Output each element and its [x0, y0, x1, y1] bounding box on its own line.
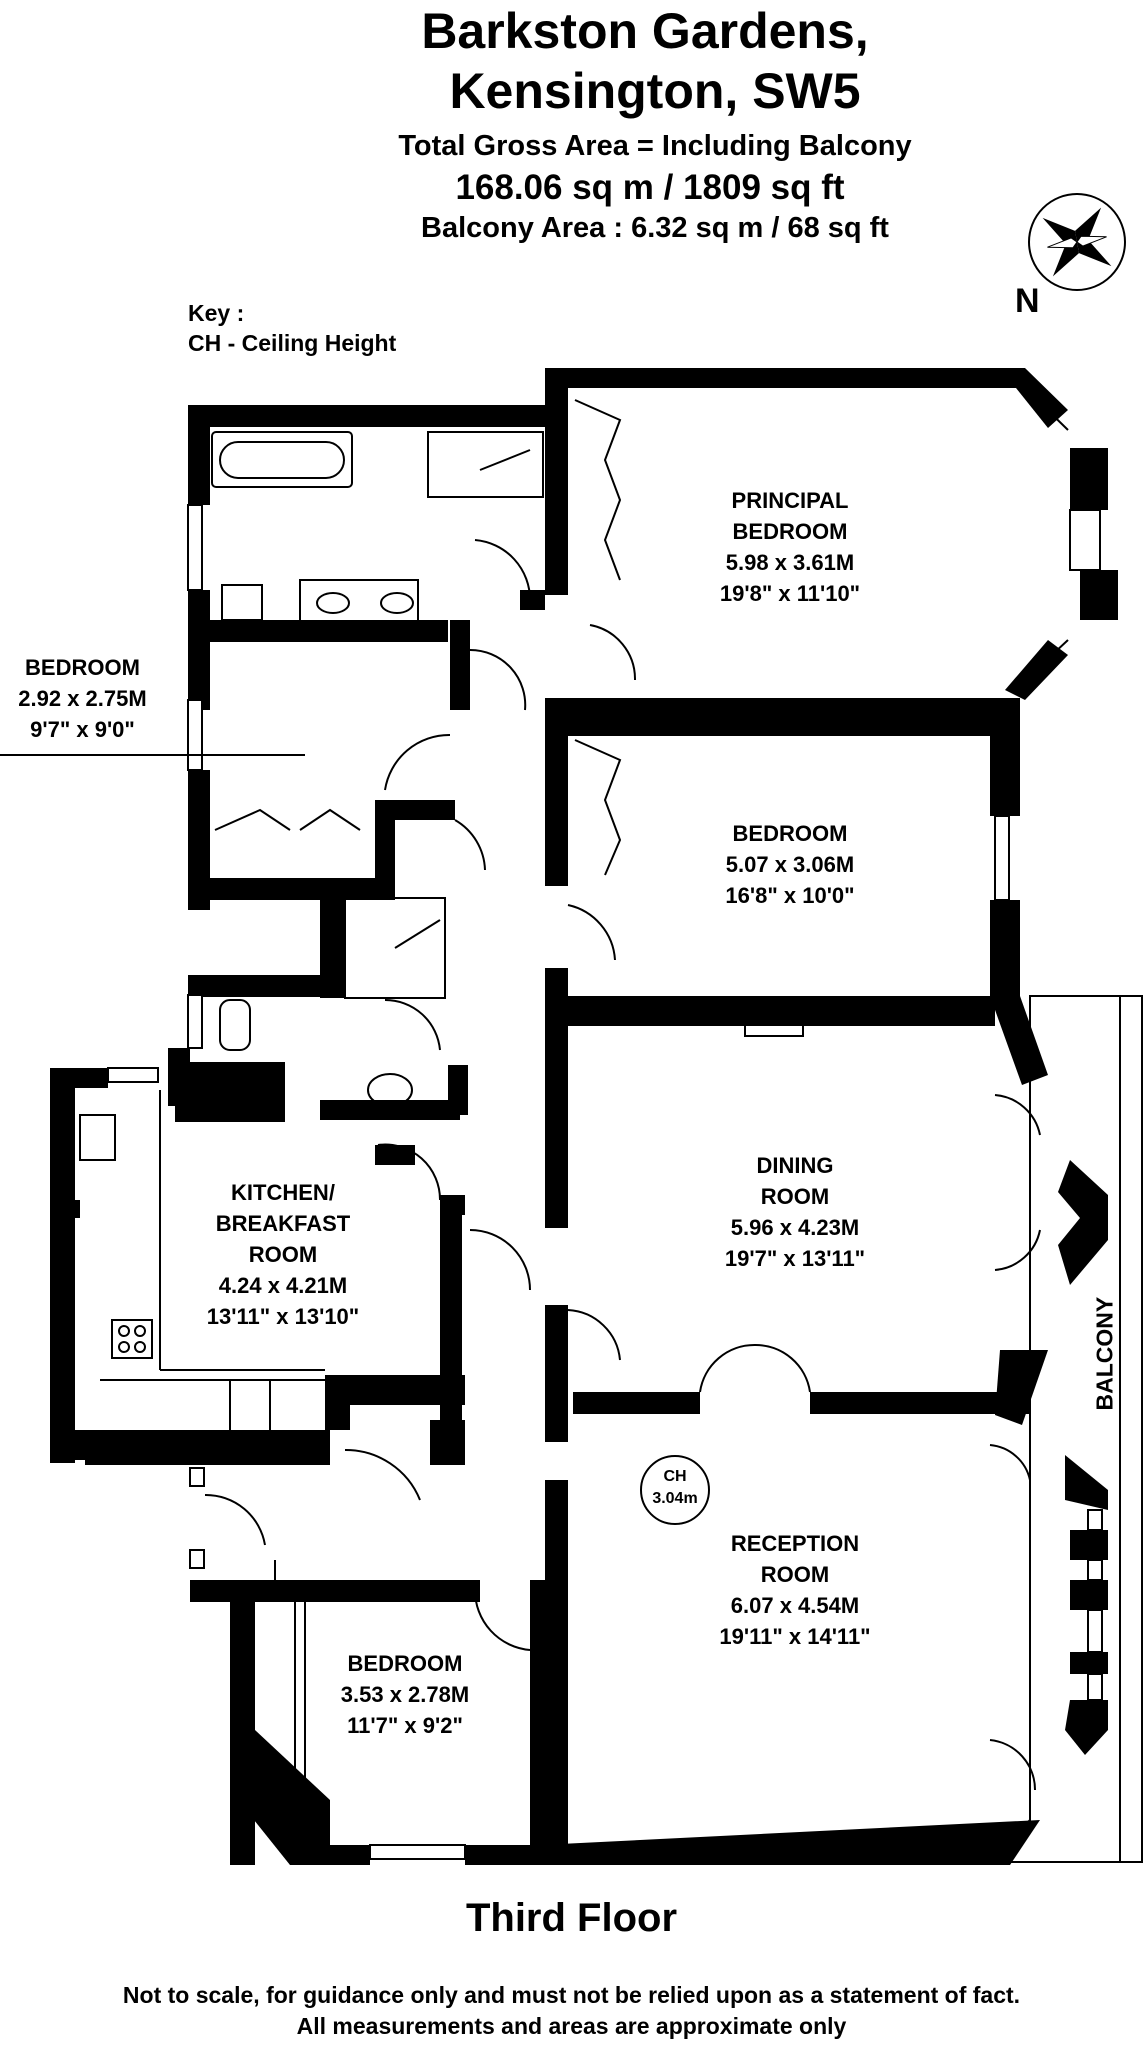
- principal-bedroom-label: PRINCIPAL BEDROOM 5.98 x 3.61M 19'8" x 1…: [700, 485, 880, 609]
- title-line-2: Kensington, SW5: [449, 63, 861, 119]
- bedroom-3-name: BEDROOM: [25, 655, 140, 680]
- reception-room-metric: 6.07 x 4.54M: [730, 1593, 860, 1618]
- kitchen-name-3: ROOM: [248, 1242, 318, 1267]
- balcony-label: BALCONY: [1091, 1296, 1118, 1411]
- dining-room-label: DINING ROOM 5.96 x 4.23M 19'7" x 13'11": [700, 1150, 890, 1274]
- dining-room-name-1: DINING: [756, 1153, 834, 1178]
- principal-bedroom-name-1: PRINCIPAL: [731, 488, 849, 513]
- bedroom-2-imperial: 16'8" x 10'0": [725, 883, 855, 908]
- dining-room-name-2: ROOM: [760, 1184, 830, 1209]
- ceiling-height-value: 3.04m: [652, 1490, 698, 1507]
- ceiling-height-marker: CH 3.04m: [641, 1466, 709, 1510]
- reception-room-label: RECEPTION ROOM 6.07 x 4.54M 19'11" x 14'…: [700, 1528, 890, 1652]
- principal-bedroom-name-2: BEDROOM: [732, 519, 848, 544]
- dining-room-metric: 5.96 x 4.23M: [730, 1215, 860, 1240]
- bedroom-2-label: BEDROOM 5.07 x 3.06M 16'8" x 10'0": [700, 818, 880, 911]
- kitchen-imperial: 13'11" x 13'10": [206, 1304, 360, 1329]
- bedroom-3-label: BEDROOM 2.92 x 2.75M 9'7" x 9'0": [0, 652, 165, 745]
- bedroom-3-imperial: 9'7" x 9'0": [30, 717, 135, 742]
- disclaimer-line-1: Not to scale, for guidance only and must…: [122, 1982, 1021, 2008]
- balcony-area: Balcony Area : 6.32 sq m / 68 sq ft: [421, 212, 889, 244]
- kitchen-label: KITCHEN/ BREAKFAST ROOM 4.24 x 4.21M 13'…: [188, 1177, 378, 1332]
- bedroom-4-name: BEDROOM: [347, 1651, 463, 1676]
- reception-room-name-2: ROOM: [760, 1562, 830, 1587]
- principal-bedroom-imperial: 19'8" x 11'10": [719, 581, 861, 606]
- gross-area-label: Total Gross Area = Including Balcony: [398, 130, 912, 162]
- compass-icon: [1028, 193, 1126, 291]
- title-line-1: Barkston Gardens,: [421, 3, 869, 59]
- bedroom-4-metric: 3.53 x 2.78M: [340, 1682, 470, 1707]
- kitchen-name-2: BREAKFAST: [215, 1211, 351, 1236]
- bedroom-3-metric: 2.92 x 2.75M: [18, 686, 147, 711]
- bedroom-4-imperial: 11'7" x 9'2": [347, 1713, 463, 1738]
- kitchen-metric: 4.24 x 4.21M: [218, 1273, 348, 1298]
- gross-area-value: 168.06 sq m / 1809 sq ft: [455, 168, 845, 207]
- key-heading: Key :: [188, 300, 245, 326]
- key-ceiling-height: CH - Ceiling Height: [188, 330, 397, 356]
- bedroom-2-metric: 5.07 x 3.06M: [725, 852, 855, 877]
- dining-room-imperial: 19'7" x 13'11": [724, 1246, 866, 1271]
- bedroom-4-label: BEDROOM 3.53 x 2.78M 11'7" x 9'2": [320, 1648, 490, 1741]
- ceiling-height-label: CH: [663, 1468, 687, 1485]
- reception-room-name: RECEPTION: [730, 1531, 860, 1556]
- north-label: N: [1015, 282, 1040, 320]
- floor-name: Third Floor: [465, 1896, 678, 1940]
- balcony-outline: [987, 995, 1143, 1863]
- bedroom-2-name: BEDROOM: [732, 821, 848, 846]
- disclaimer-line-2: All measurements and areas are approxima…: [296, 2013, 847, 2039]
- reception-room-imperial: 19'11" x 14'11": [719, 1624, 871, 1649]
- principal-bedroom-metric: 5.98 x 3.61M: [725, 550, 855, 575]
- kitchen-name-1: KITCHEN/: [231, 1180, 335, 1205]
